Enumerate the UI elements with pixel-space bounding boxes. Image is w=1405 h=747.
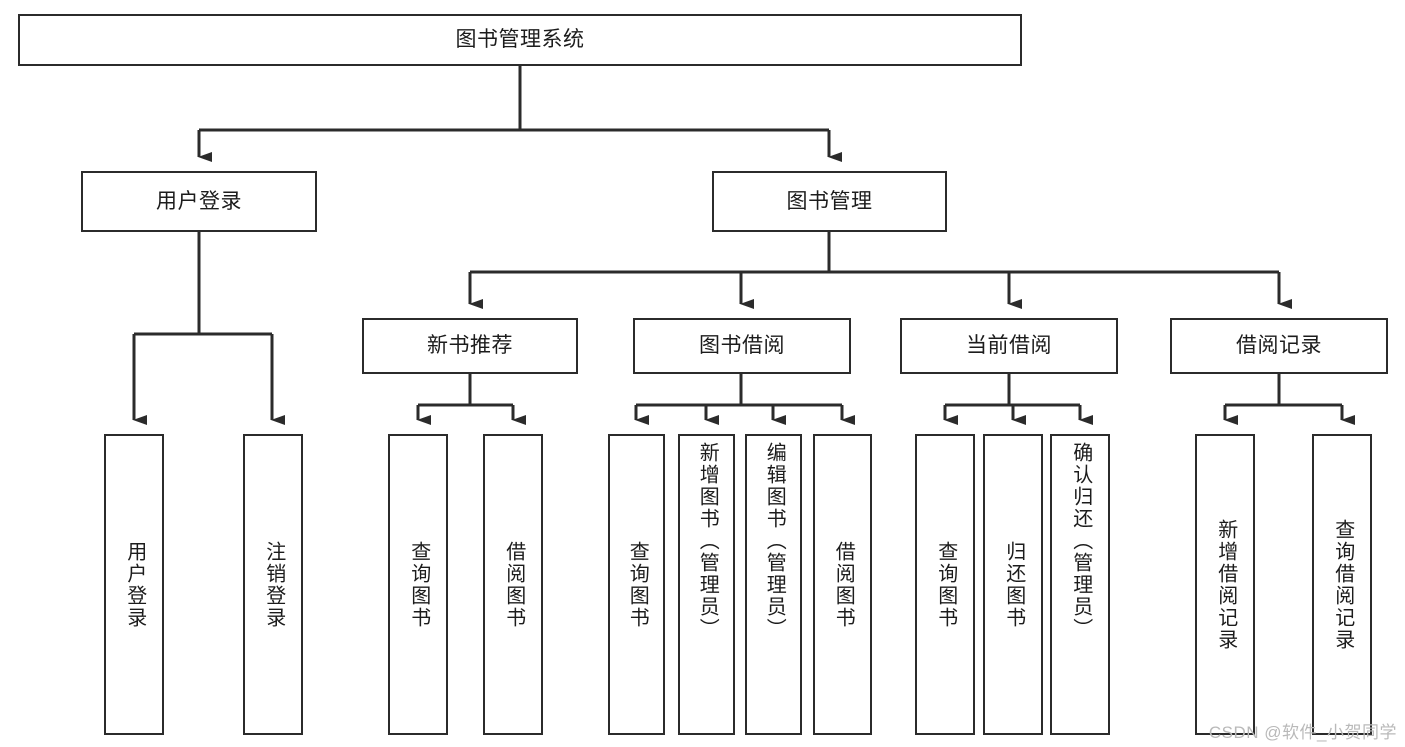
leaf-node-0[interactable]: 用户登录 [104, 434, 164, 735]
leaf-node-4[interactable]: 查询图书 [608, 434, 665, 735]
level2-node-1[interactable]: 图书管理 [712, 171, 947, 232]
node-label: 图书管理系统 [455, 28, 585, 52]
level3-node-1[interactable]: 图书借阅 [633, 318, 851, 374]
node-label: 归还图书 [1002, 540, 1025, 629]
node-label: 当前借阅 [966, 334, 1052, 358]
node-label: 编辑图书（管理员） [763, 442, 786, 640]
node-label: 用户登录 [123, 540, 146, 629]
node-label: 新书推荐 [427, 334, 513, 358]
node-label: 注销登录 [262, 540, 285, 629]
level3-node-0[interactable]: 新书推荐 [362, 318, 578, 374]
node-label: 借阅记录 [1236, 334, 1322, 358]
node-label: 查询图书 [626, 540, 649, 629]
leaf-node-5[interactable]: 新增图书（管理员） [678, 434, 735, 735]
leaf-node-7[interactable]: 借阅图书 [813, 434, 872, 735]
level2-node-0[interactable]: 用户登录 [81, 171, 317, 232]
level3-node-2[interactable]: 当前借阅 [900, 318, 1118, 374]
leaf-node-1[interactable]: 注销登录 [243, 434, 303, 735]
leaf-node-6[interactable]: 编辑图书（管理员） [745, 434, 802, 735]
node-label: 图书管理 [786, 189, 873, 213]
leaf-node-2[interactable]: 查询图书 [388, 434, 448, 735]
node-label: 查询借阅记录 [1331, 518, 1354, 651]
node-label: 确认归还（管理员） [1069, 442, 1092, 640]
leaf-node-12[interactable]: 查询借阅记录 [1312, 434, 1372, 735]
node-label: 查询图书 [934, 540, 957, 629]
node-label: 查询图书 [407, 540, 430, 629]
leaf-node-8[interactable]: 查询图书 [915, 434, 975, 735]
leaf-node-3[interactable]: 借阅图书 [483, 434, 543, 735]
node-label: 借阅图书 [832, 540, 855, 629]
leaf-node-9[interactable]: 归还图书 [983, 434, 1043, 735]
node-label: 新增图书（管理员） [696, 442, 719, 640]
root-node-0[interactable]: 图书管理系统 [18, 14, 1022, 66]
level3-node-3[interactable]: 借阅记录 [1170, 318, 1388, 374]
leaf-node-10[interactable]: 确认归还（管理员） [1050, 434, 1110, 735]
node-label: 借阅图书 [502, 540, 525, 629]
node-label: 新增借阅记录 [1214, 518, 1237, 651]
node-label: 图书借阅 [699, 334, 785, 358]
node-label: 用户登录 [156, 189, 242, 213]
leaf-node-11[interactable]: 新增借阅记录 [1195, 434, 1255, 735]
